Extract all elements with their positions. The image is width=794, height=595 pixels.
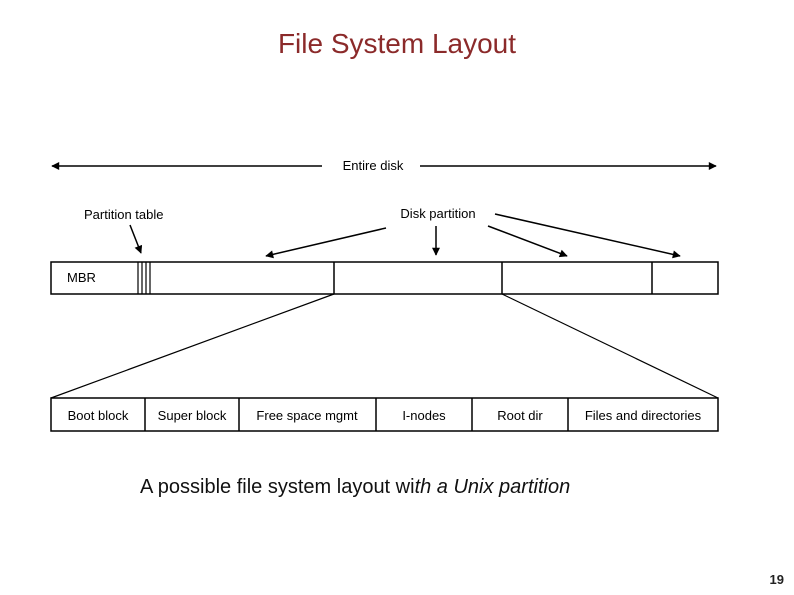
boot-block-label: Boot block [68, 408, 129, 423]
disk-partition-arrows [265, 213, 681, 259]
partition-table-label: Partition table [84, 207, 164, 222]
partition-table-arrow [129, 224, 143, 254]
caption-italic-text: th a Unix partition [414, 476, 571, 498]
disk-partition-label: Disk partition [400, 206, 475, 221]
files-and-directories-label: Files and directories [585, 408, 702, 423]
caption-plain-text: A possible file system layout wi [140, 476, 415, 498]
mbr-label: MBR [67, 270, 96, 285]
slide-title: File System Layout [277, 28, 517, 59]
slide-caption: A possible file system layout with a Uni… [140, 476, 570, 499]
i-nodes-label: I-nodes [402, 408, 446, 423]
entire-disk-label: Entire disk [343, 158, 404, 173]
expansion-lines [50, 293, 719, 399]
page-number: 19 [769, 572, 784, 587]
partition-detail-bar [50, 397, 719, 432]
super-block-label: Super block [158, 408, 227, 423]
free-space-mgmt-label: Free space mgmt [256, 408, 358, 423]
root-dir-label: Root dir [497, 408, 543, 423]
disk-bar [50, 261, 719, 295]
